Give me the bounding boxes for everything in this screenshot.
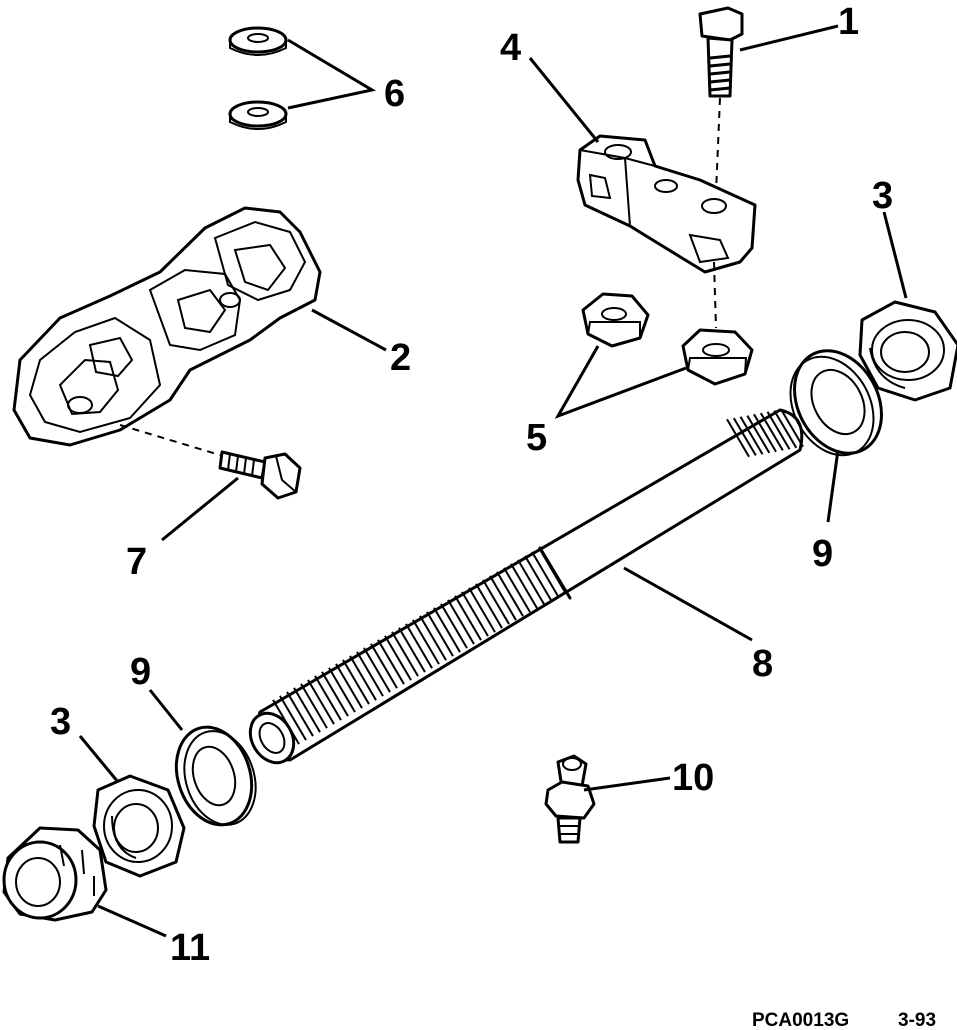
callout-6: 6 <box>384 73 405 115</box>
part-5-nut-right <box>681 261 754 386</box>
part-9-washer-left <box>174 725 257 827</box>
leader-lines <box>78 24 908 938</box>
callout-9-left: 9 <box>130 651 151 693</box>
part-1-bolt <box>698 6 744 241</box>
part-10-grease-fitting <box>544 754 596 844</box>
page-reference: 3-93 <box>898 1010 936 1030</box>
figure-code: PCA0013G <box>752 1010 849 1030</box>
callout-9-right: 9 <box>812 533 833 575</box>
callout-1: 1 <box>838 1 859 43</box>
part-4-bracket <box>576 134 757 274</box>
callout-labels: 1 4 6 3 2 5 7 9 8 9 3 10 11 <box>50 1 893 969</box>
part-8-threaded-rod <box>248 408 804 765</box>
callout-7: 7 <box>126 541 147 583</box>
callout-3-left: 3 <box>50 701 71 743</box>
callout-10: 10 <box>672 757 714 799</box>
callout-4: 4 <box>500 27 521 69</box>
part-6-washer-top <box>228 26 288 56</box>
part-3-nut-left <box>92 774 186 878</box>
part-2-housing <box>12 206 322 456</box>
callout-2: 2 <box>390 337 411 379</box>
part-3-nut-right <box>858 300 957 402</box>
part-11-cap <box>2 826 108 922</box>
callout-11: 11 <box>170 927 210 969</box>
callout-5: 5 <box>526 417 547 459</box>
callout-8: 8 <box>752 643 773 685</box>
part-9-washer-right <box>789 349 883 457</box>
part-6-washer-bottom <box>228 100 288 130</box>
callout-3-right: 3 <box>872 175 893 217</box>
part-5-nut-left <box>581 292 650 348</box>
part-7-screw <box>218 450 302 500</box>
